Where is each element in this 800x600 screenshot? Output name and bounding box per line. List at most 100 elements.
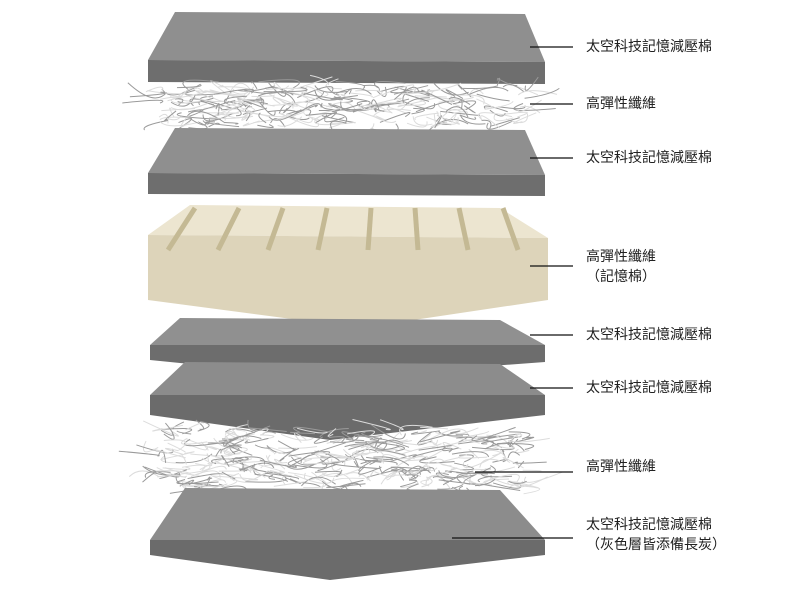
memory-foam-slab-2 [148, 128, 545, 196]
fiber-strand [352, 418, 391, 431]
layer-label-3: 太空科技記憶減壓棉 [586, 148, 712, 168]
fiber-strand [268, 109, 302, 121]
fiber-strand [331, 458, 342, 472]
fiber-strand [342, 449, 364, 457]
fiber-strand [297, 86, 334, 99]
fiber-strand [517, 99, 542, 113]
fiber-strand [251, 81, 258, 90]
fiber-strand [167, 442, 186, 453]
fiber-strand [361, 431, 379, 439]
foam-groove [456, 207, 471, 251]
fiber-strand [517, 90, 558, 96]
fiber-strand [425, 462, 438, 472]
fiber-strand [523, 485, 541, 495]
fiber-strand [181, 455, 187, 465]
fiber-strand [230, 82, 252, 91]
fiber-strand [354, 434, 383, 438]
fiber-strand [328, 436, 345, 443]
fiber-strand [223, 447, 241, 456]
fiber-strand [207, 442, 230, 445]
fiber-strand [289, 431, 315, 435]
fiber-strand [314, 470, 342, 478]
fiber-strand [442, 442, 462, 450]
fiber-strand [452, 100, 477, 111]
fiber-strand [448, 97, 471, 106]
fiber-strand [493, 113, 514, 122]
fiber-strand [492, 482, 522, 489]
fiber-strand [457, 454, 488, 459]
fiber-strand [480, 467, 513, 478]
fiber-strand [501, 111, 528, 118]
fiber-strand [411, 107, 425, 115]
fiber-strand [326, 102, 356, 110]
foam-groove [165, 206, 198, 252]
fiber-strand [289, 116, 310, 121]
fiber-strand [152, 448, 186, 459]
fiber-strand [243, 115, 254, 119]
fiber-strand [495, 444, 515, 449]
fiber-strand [522, 469, 542, 472]
fiber-strand [207, 462, 240, 469]
fiber-strand [302, 458, 351, 465]
layer-label-5: 太空科技記憶減壓棉 [586, 325, 712, 345]
fiber-strand [256, 463, 285, 473]
fiber-strand [327, 428, 337, 437]
fiber-strand [229, 444, 242, 455]
fiber-strand [373, 438, 410, 448]
fiber-strand [300, 103, 322, 113]
fiber-strand [434, 115, 443, 129]
fiber-strand [456, 472, 495, 484]
fiber-strand [513, 476, 548, 488]
fiber-strand [430, 439, 439, 446]
fiber-strand [512, 461, 547, 464]
fiber-strand [390, 466, 427, 470]
fiber-strand [483, 478, 510, 486]
fiber-strand [280, 433, 314, 441]
fiber-strand [471, 426, 516, 442]
fiber-strand [174, 98, 184, 106]
fiber-strand [202, 112, 234, 122]
label-text: 太空科技記憶減壓棉 [586, 327, 712, 343]
fiber-strand [524, 471, 564, 483]
fiber-strand [221, 471, 236, 480]
fiber-strand [260, 428, 269, 436]
fiber-strand [464, 105, 476, 114]
fiber-strand [195, 419, 205, 430]
fiber-strand [143, 119, 168, 131]
fiber-strand [205, 121, 240, 128]
grooved-foam-block [148, 205, 548, 328]
fiber-strand [417, 430, 427, 434]
fiber-strand [286, 109, 312, 116]
fiber-strand [360, 455, 368, 463]
fiber-strand [360, 443, 375, 449]
fiber-strand [156, 467, 188, 478]
fiber-strand [340, 94, 352, 101]
fiber-strand [400, 440, 413, 443]
fiber-strand [231, 100, 256, 111]
fiber-strand [318, 105, 341, 111]
fiber-strand [511, 432, 550, 443]
fiber-strand [224, 460, 244, 470]
fiber-strand [143, 420, 179, 437]
fiber-strand [480, 483, 521, 492]
fiber-strand [206, 446, 233, 456]
fiber-strand [241, 110, 285, 118]
fiber-strand [468, 477, 492, 485]
label-subtext: （記憶棉） [586, 269, 656, 285]
fiber-strand [165, 447, 184, 456]
fiber-strand [502, 457, 524, 469]
fiber-strand [258, 91, 296, 103]
fiber-strand [199, 458, 235, 471]
fiber-strand [427, 475, 452, 490]
foam-groove [365, 207, 374, 251]
fiber-strand [237, 98, 263, 101]
fiber-strand [463, 85, 499, 90]
fiber-strand [325, 78, 342, 90]
fiber-strand [163, 431, 175, 440]
foam-groove [265, 207, 286, 251]
fiber-strand [411, 430, 440, 435]
fiber-strand [281, 475, 292, 486]
fiber-strand [319, 428, 349, 438]
fiber-strand [399, 445, 435, 456]
